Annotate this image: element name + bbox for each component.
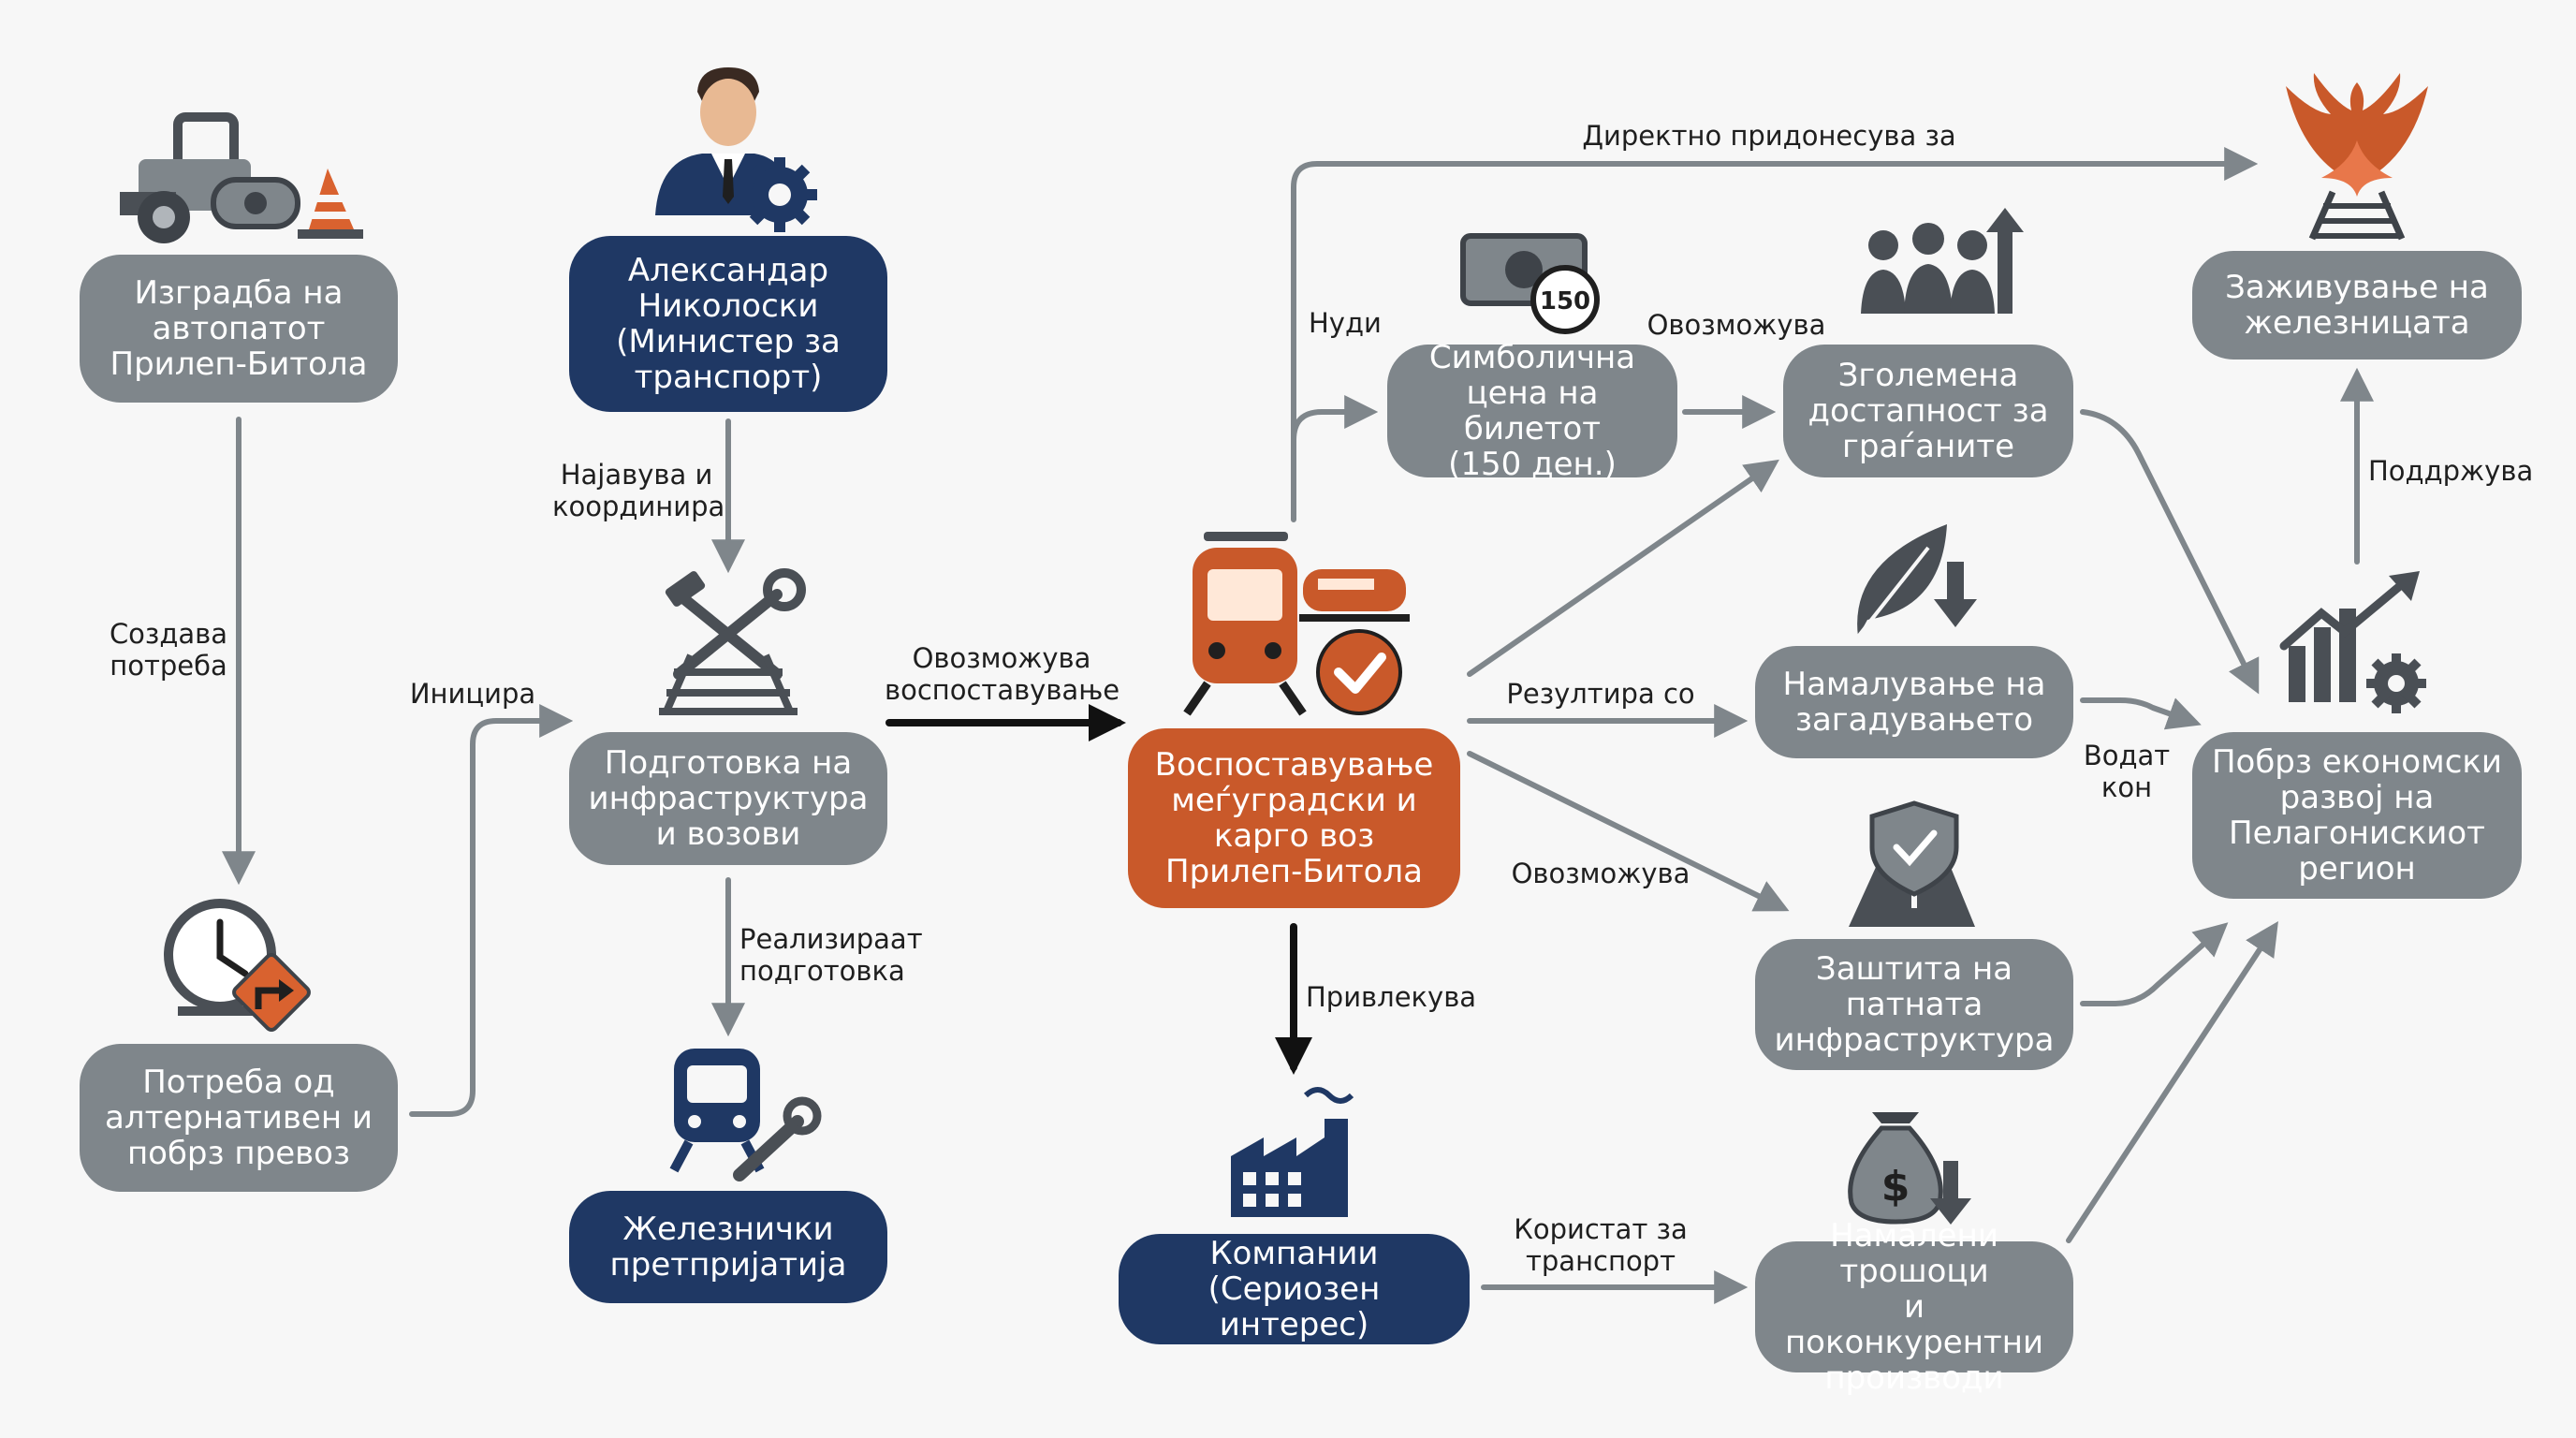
edge-enables-protection bbox=[1467, 751, 1790, 912]
label-attracts: Привлекува bbox=[1306, 981, 1477, 1013]
node-infrastructure-preparation: Подготовка на инфраструктура и возови bbox=[569, 732, 887, 865]
phoenix-rail-icon bbox=[2286, 73, 2428, 241]
road-roller-icon bbox=[120, 112, 300, 243]
label-enables-accessibility: Овозможува bbox=[1647, 309, 1826, 341]
edge-initiates bbox=[409, 704, 574, 1117]
money-bag-symbol: $ bbox=[1881, 1163, 1910, 1211]
people-growth-icon bbox=[1861, 208, 2024, 314]
label-lead-to: Водат кон bbox=[2083, 740, 2171, 803]
growth-chart-icon bbox=[2279, 571, 2426, 713]
node-highway-construction: Изградба на автопатот Прилеп-Битола bbox=[80, 255, 398, 403]
factory-icon bbox=[1231, 1087, 1354, 1217]
train-wrench-icon bbox=[669, 1049, 822, 1181]
edge-pollution-development bbox=[2080, 697, 2202, 730]
edge-offers bbox=[1291, 395, 1379, 522]
node-road-protection: Заштита на патната инфраструктура bbox=[1755, 939, 2073, 1070]
node-companies: Компании (Сериозен интерес) bbox=[1119, 1234, 1470, 1344]
node-train-establishment: Воспоставување меѓуградски и карго воз П… bbox=[1128, 728, 1460, 908]
node-minister: Александар Николоски (Министер за трансп… bbox=[569, 236, 887, 412]
traffic-cone-icon bbox=[298, 169, 363, 239]
leaf-down-icon bbox=[1856, 524, 1977, 638]
edge-costs-development bbox=[2066, 920, 2278, 1243]
label-results-in: Резултира со bbox=[1506, 678, 1695, 710]
label-realize-preparation: Реализираат подготовка bbox=[739, 923, 923, 987]
train-check-icon bbox=[1183, 532, 1410, 716]
label-announces-coordinates: Најавува и координира bbox=[552, 459, 725, 522]
label-supports: Поддржува bbox=[2368, 455, 2534, 487]
label-directly-contributes: Директно придонесува за bbox=[1582, 120, 1956, 152]
node-need-alternative-transport: Потреба од алтернативен и побрз превоз bbox=[80, 1044, 398, 1192]
node-reduced-costs: Намалени трошоци и поконкурентни произво… bbox=[1755, 1218, 2073, 1396]
money-bag-down-icon: $ bbox=[1848, 1112, 1971, 1225]
node-railway-companies: Железнички претпријатија bbox=[569, 1191, 887, 1303]
edge-protection-development bbox=[2080, 922, 2229, 1006]
edge-enables-accessibility bbox=[1467, 459, 1779, 677]
banknote-coin-icon: 150 bbox=[1460, 233, 1600, 334]
label-use-for-transport: Користат за транспорт bbox=[1514, 1213, 1688, 1277]
label-offers: Нуди bbox=[1309, 307, 1382, 339]
node-pollution-reduction: Намалување на загадувањето bbox=[1755, 646, 2073, 758]
node-economic-development: Побрз економски развој на Пелагонискиот … bbox=[2192, 732, 2522, 899]
node-increased-accessibility: Зголемена достапност за граѓаните bbox=[1783, 345, 2073, 477]
coin-value: 150 bbox=[1540, 287, 1590, 315]
label-creates-need: Создава потреба bbox=[109, 618, 228, 682]
label-enables-protection: Овозможува bbox=[1511, 858, 1690, 889]
edge-accessibility-development bbox=[2080, 409, 2260, 695]
node-railway-revival: Заживување на железницата bbox=[2192, 251, 2522, 360]
detour-sign-icon bbox=[232, 953, 311, 1032]
edge-direct bbox=[1291, 147, 2259, 443]
shield-road-icon bbox=[1849, 800, 1975, 927]
label-initiates: Иницира bbox=[409, 678, 536, 710]
gear-icon bbox=[742, 157, 817, 232]
tools-track-icon bbox=[659, 568, 806, 715]
label-enables-establishment: Овозможува воспоставување bbox=[885, 642, 1120, 706]
node-symbolic-ticket-price: Симболична цена на билетот (150 ден.) bbox=[1387, 340, 1677, 482]
